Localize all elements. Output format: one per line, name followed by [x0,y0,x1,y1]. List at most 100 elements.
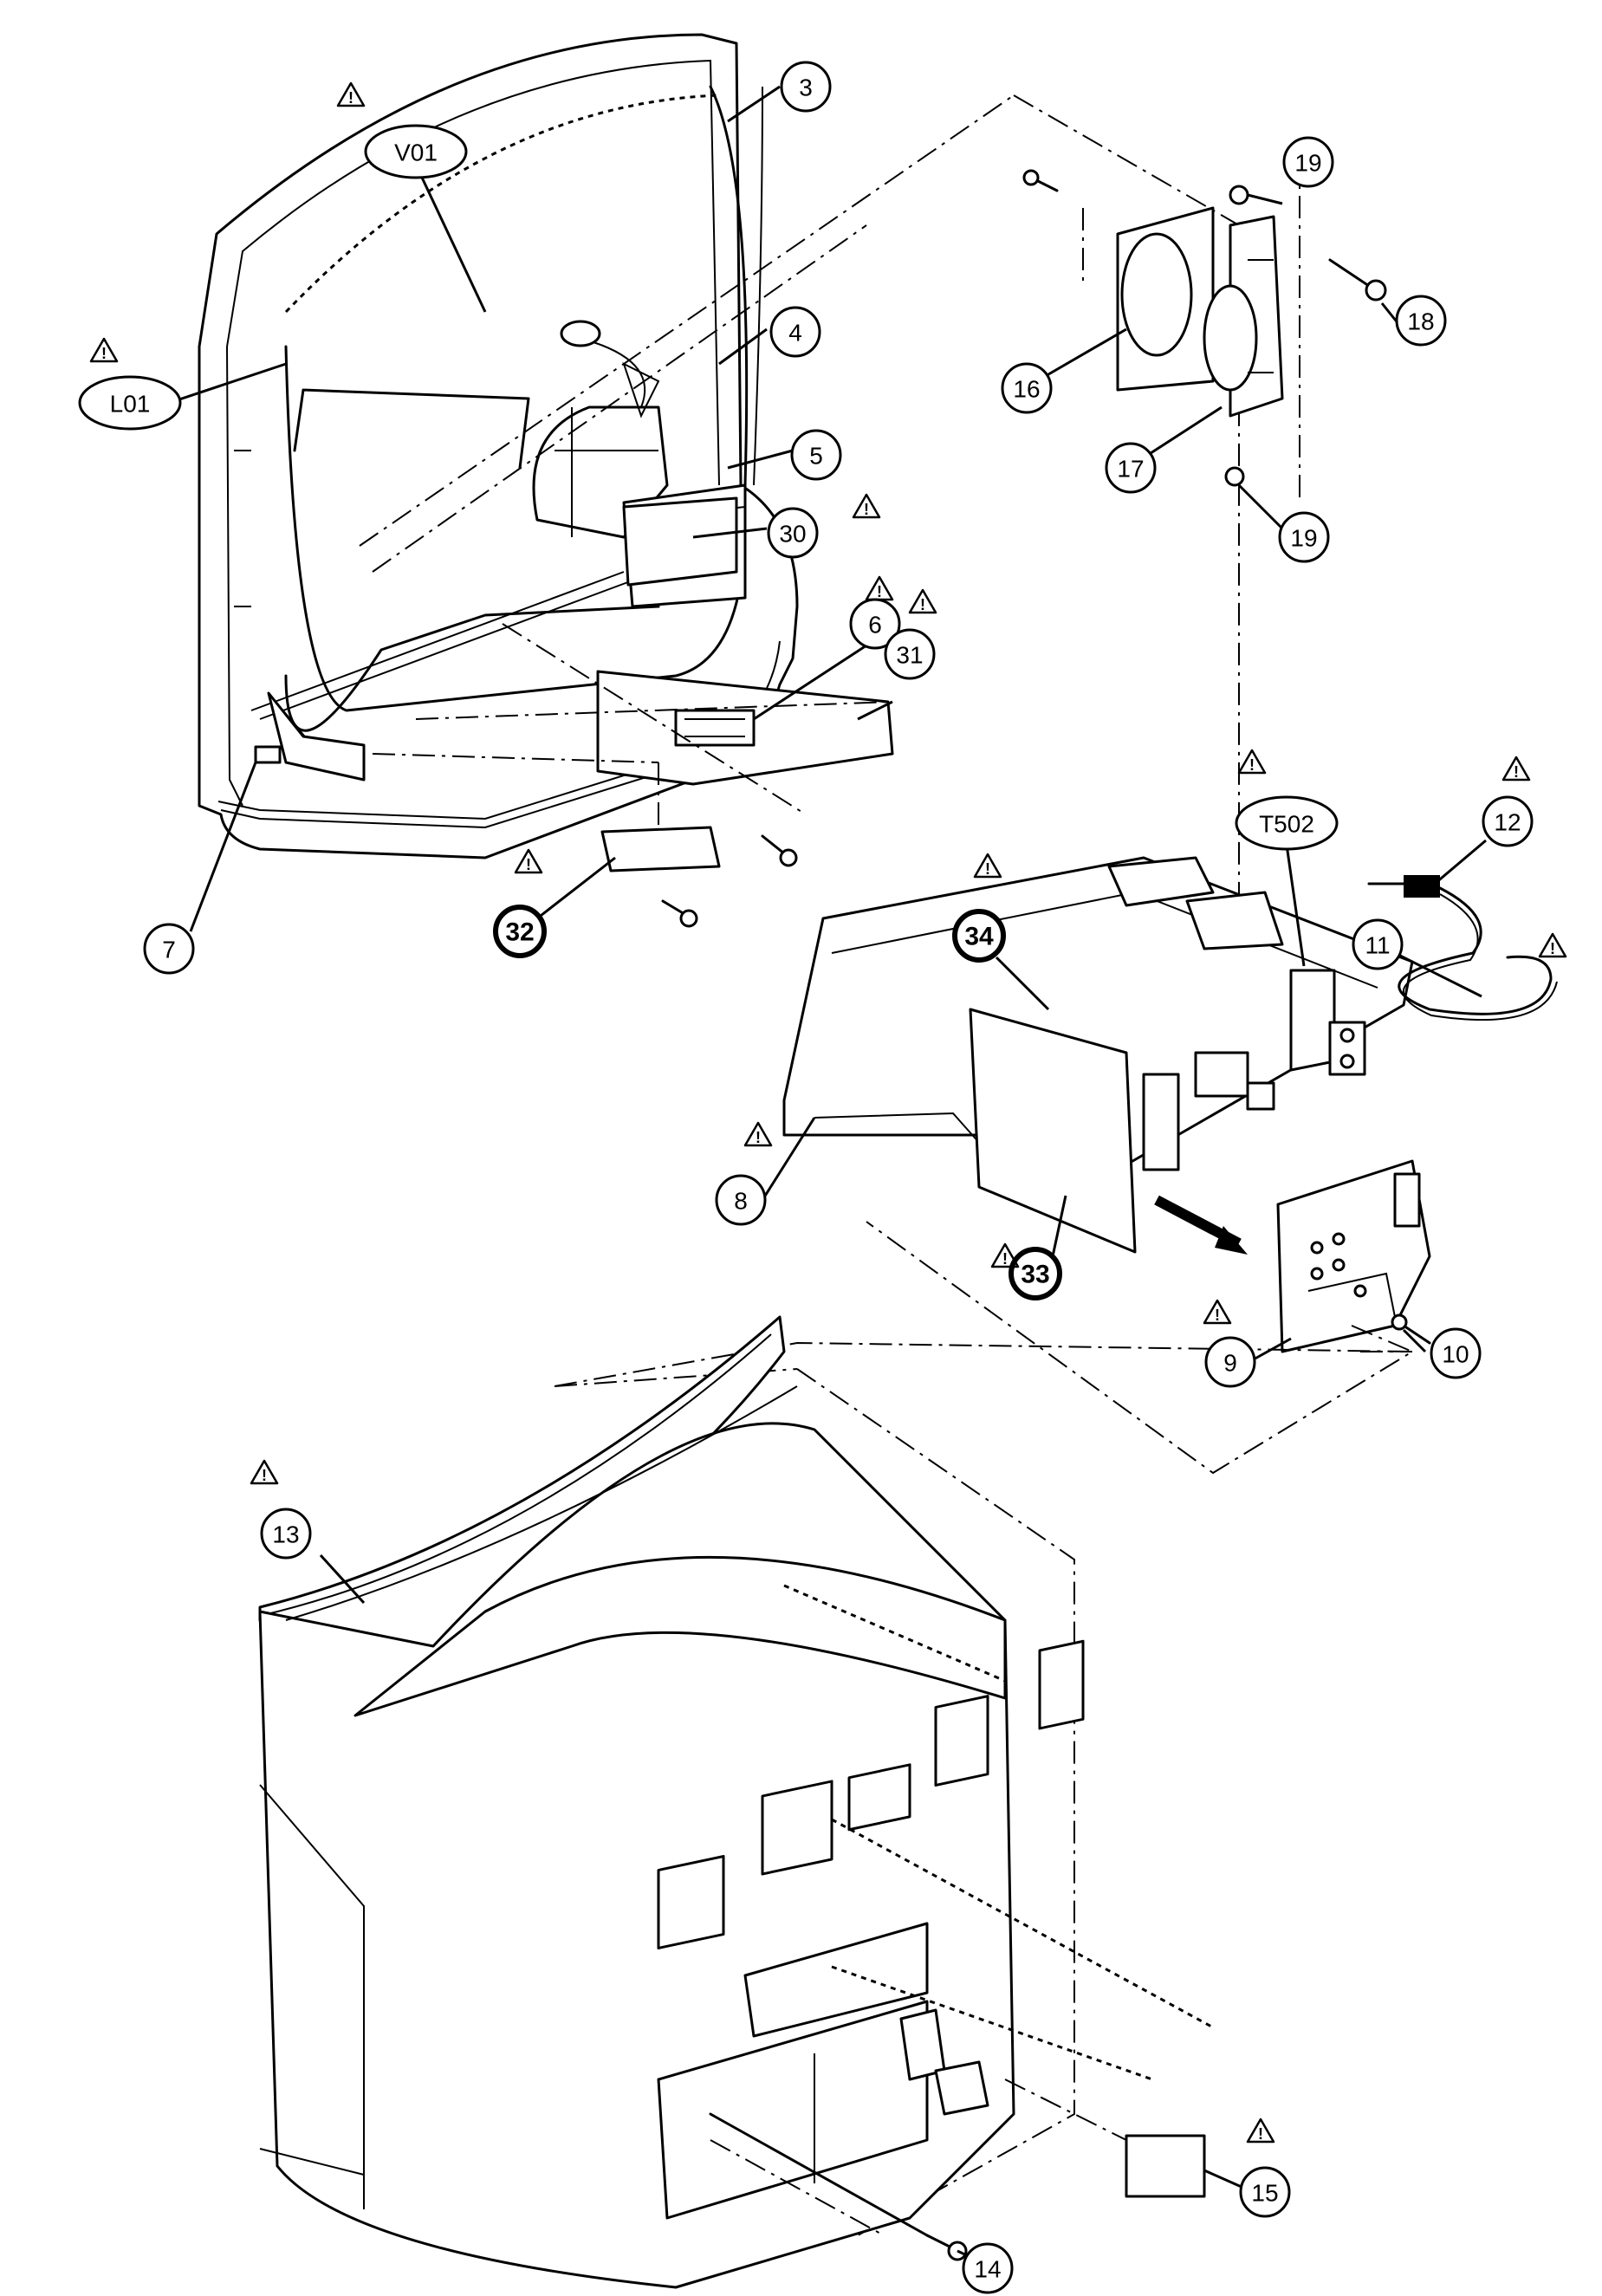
callout-5: 5 [790,429,842,481]
callout-33: 33 [1009,1247,1062,1300]
svg-text:!: ! [1002,1250,1008,1268]
warning-triangle-icon: ! [514,848,543,874]
svg-text:!: ! [1249,756,1255,774]
main-chassis-assembly [782,856,1558,1353]
callout-11: 11 [1352,918,1404,970]
callout-32: 32 [493,905,547,958]
callout-label: 32 [505,918,534,947]
warning-triangle-icon: ! [336,81,366,107]
svg-text:!: ! [985,860,990,878]
svg-text:!: ! [1258,2125,1263,2143]
callout-T502: T502 [1235,795,1339,851]
svg-text:!: ! [756,1129,761,1146]
callout-label: 17 [1117,456,1144,483]
callout-3: 3 [780,61,832,113]
warning-triangle-icon: ! [1237,749,1267,775]
callout-12: 12 [1482,795,1534,847]
warning-triangle-icon: ! [973,853,1002,879]
callout-6: 6 [849,598,901,650]
sub-pcb-32 [600,826,721,872]
callout-label: 16 [1013,376,1040,403]
screw-icon [1224,466,1245,487]
svg-text:!: ! [1215,1307,1220,1324]
callout-label: 34 [964,923,994,951]
warning-triangle-icon: ! [1501,756,1531,782]
rear-cover-assembly [258,1221,1416,2289]
svg-text:!: ! [877,583,882,600]
speaker-assembly [1022,156,1387,503]
sub-board-30 [622,496,738,587]
warning-triangle-icon: ! [865,575,894,601]
callout-label: T502 [1259,811,1314,838]
callout-13: 13 [260,1508,312,1560]
callout-label: 4 [788,320,802,347]
callout-L01: L01 [78,375,182,431]
svg-text:!: ! [526,856,531,873]
warning-triangle-icon: ! [852,493,881,519]
callout-label: V01 [394,139,438,166]
screw-icon [1022,169,1059,192]
leader-lines [155,85,1487,2259]
screw-icon [761,834,798,867]
callout-label: L01 [110,391,151,418]
label-15 [1125,2134,1206,2198]
screw-icon [1229,185,1249,205]
callout-14: 14 [962,2242,1014,2294]
warning-triangle-icon: ! [908,588,937,614]
arrow-icon [1154,1195,1248,1255]
svg-text:!: ! [1550,940,1555,957]
main-pcb-33 [969,1008,1137,1254]
svg-text:!: ! [1514,763,1519,781]
warning-triangle-icon: ! [1203,1299,1232,1325]
warning-triangle-icon: ! [990,1242,1020,1268]
callout-label: 33 [1021,1261,1049,1289]
callout-V01: V01 [364,124,468,179]
callout-label: 3 [799,75,813,101]
callout-19a: 19 [1282,136,1334,188]
callout-label: 6 [868,612,882,639]
screw-icon [661,899,698,928]
callout-label: 18 [1407,308,1434,335]
front-cabinet-assembly [198,33,1240,928]
callout-19b: 19 [1278,511,1330,563]
svg-text:!: ! [920,596,925,613]
callout-16: 16 [1001,362,1053,414]
callout-7: 7 [143,923,195,975]
callout-label: 15 [1251,2180,1278,2207]
callout-label: 9 [1223,1350,1237,1377]
callout-10: 10 [1430,1327,1482,1379]
callout-31: 31 [884,628,936,680]
callout-label: 13 [272,1521,299,1548]
callout-18: 18 [1395,295,1447,347]
warning-triangle-icon: ! [1538,932,1567,958]
callout-8: 8 [715,1174,767,1226]
callout-15: 15 [1239,2166,1291,2218]
callout-4: 4 [769,306,821,358]
callout-label: 11 [1365,932,1390,959]
callout-label: 12 [1494,809,1521,836]
warning-triangle-icon: ! [250,1459,279,1485]
callout-label: 31 [896,642,923,669]
screw-icon [1328,258,1387,302]
warning-triangle-icon: ! [89,337,119,363]
callout-label: 30 [779,521,806,548]
flyback-t502 [1289,969,1336,1072]
callout-label: 19 [1294,150,1321,177]
callout-label: 14 [974,2256,1001,2283]
ac-plug-12 [1404,875,1440,898]
callout-label: 10 [1442,1341,1469,1368]
callout-label: 5 [809,443,823,470]
svg-text:!: ! [348,89,353,107]
callout-label: 7 [162,937,176,963]
warning-triangle-icon: ! [1246,2118,1275,2144]
callout-17: 17 [1105,442,1157,494]
callout-30: 30 [767,507,819,559]
callout-label: 8 [734,1188,748,1215]
svg-text:!: ! [262,1467,267,1484]
button-switch-6 [674,709,756,747]
callout-label: 19 [1290,525,1317,552]
warning-layer: !!!!!!!!!!!!!!! [89,81,1567,2144]
callout-34: 34 [952,909,1006,963]
